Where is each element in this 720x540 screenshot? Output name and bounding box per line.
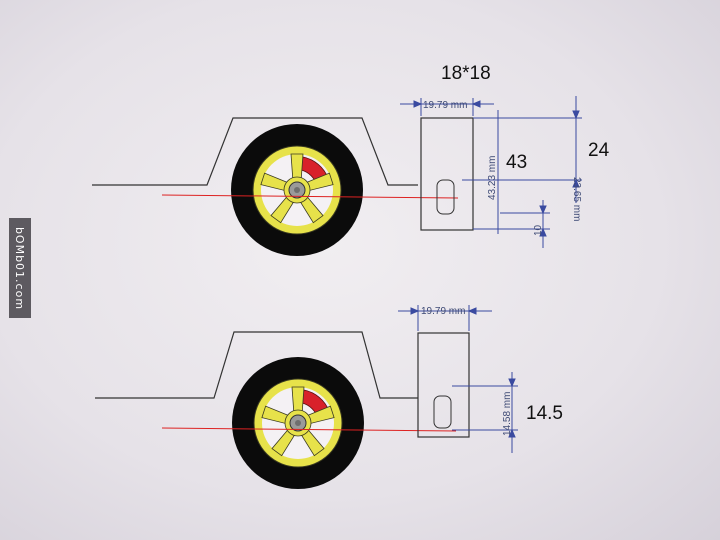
- top-width-dimension: 19.79 mm: [423, 100, 467, 111]
- bottom-dimension-lines: [398, 305, 518, 453]
- top-body-outline: [92, 117, 418, 186]
- bottom-assembly: 19.79 mm 14.58 mm 14.5: [95, 305, 563, 490]
- top-small-dimension: 10: [533, 224, 544, 236]
- top-height-dimension: 43.23 mm: [487, 156, 498, 200]
- size-title: 18*18: [441, 63, 491, 84]
- bottom-height-dimension: 14.58 mm: [502, 392, 513, 436]
- top-offset-dimension: 23.65 mm: [571, 177, 582, 221]
- top-side-label: 24: [588, 140, 610, 161]
- top-main-label: 43: [506, 152, 527, 173]
- bottom-main-label: 14.5: [526, 403, 563, 424]
- bottom-spacer-block: [417, 332, 470, 438]
- top-axle-line: [161, 194, 459, 199]
- top-dimension-lines: [400, 96, 582, 248]
- bottom-body-outline: [95, 331, 418, 399]
- bottom-wheel-icon: [231, 356, 365, 490]
- bottom-bolt-slot: [433, 395, 452, 429]
- bottom-axle-line: [161, 427, 457, 432]
- bottom-width-dimension: 19.79 mm: [421, 306, 465, 317]
- top-spacer-block: [420, 117, 474, 231]
- watermark-text: bOMb01.com: [13, 226, 27, 310]
- top-bolt-slot: [436, 179, 455, 215]
- watermark-logo: bOMb01.com: [9, 218, 31, 318]
- top-wheel-icon: [230, 123, 364, 257]
- top-assembly: 18*18 19.79 mm 43.23 mm 23.65 mm 10 43 2…: [92, 63, 610, 257]
